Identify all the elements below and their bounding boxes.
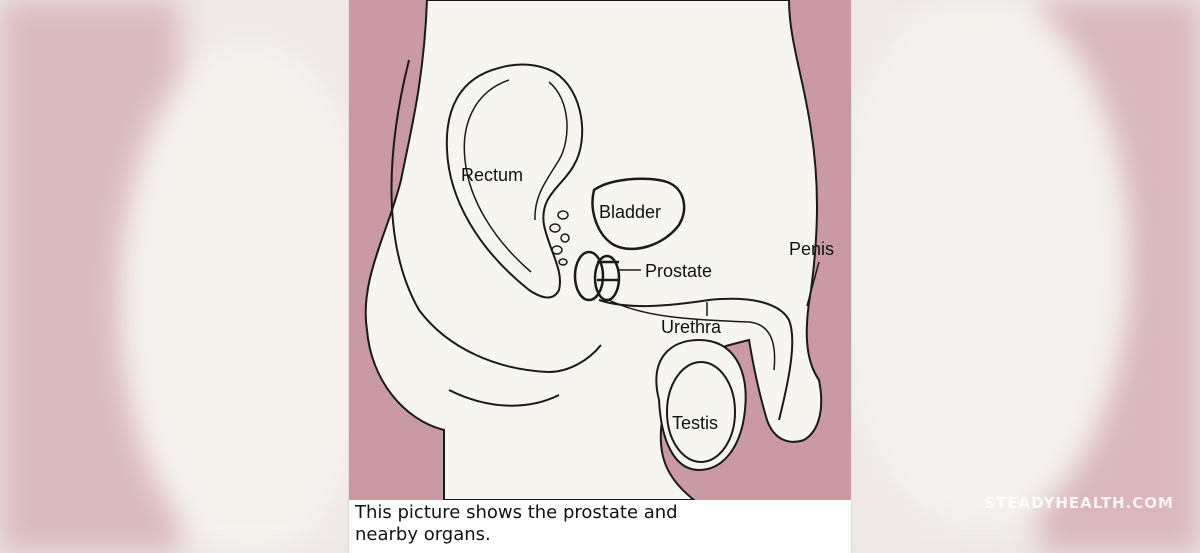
seminal-vesicles xyxy=(549,210,570,266)
buttock-line xyxy=(448,389,560,407)
rectum-outline xyxy=(445,63,584,299)
rectum-inner-wall xyxy=(463,79,568,273)
site-watermark: STEADYHEALTH.COM xyxy=(984,494,1174,512)
penis-shaft xyxy=(608,299,776,371)
penis-leader-line xyxy=(806,261,820,307)
testis-label: Testis xyxy=(672,413,719,433)
caption-line-2: nearby organs. xyxy=(355,524,491,545)
testis-outline xyxy=(666,361,736,463)
figure-caption: This picture shows the prostate and near… xyxy=(355,502,755,546)
bladder-label: Bladder xyxy=(599,202,662,222)
anatomy-diagram xyxy=(349,0,851,500)
prostate-outline xyxy=(573,250,621,302)
anatomy-figure: Rectum Bladder Prostate Penis Urethra Te… xyxy=(349,0,851,553)
pelvic-outline xyxy=(390,59,602,374)
urethra-path xyxy=(598,297,794,421)
caption-line-1: This picture shows the prostate and xyxy=(355,502,678,523)
prostate-label: Prostate xyxy=(645,261,713,281)
bladder-outline xyxy=(591,177,686,251)
rectum-label: Rectum xyxy=(461,165,524,185)
urethra-label: Urethra xyxy=(661,317,722,337)
penis-label: Penis xyxy=(789,239,835,259)
